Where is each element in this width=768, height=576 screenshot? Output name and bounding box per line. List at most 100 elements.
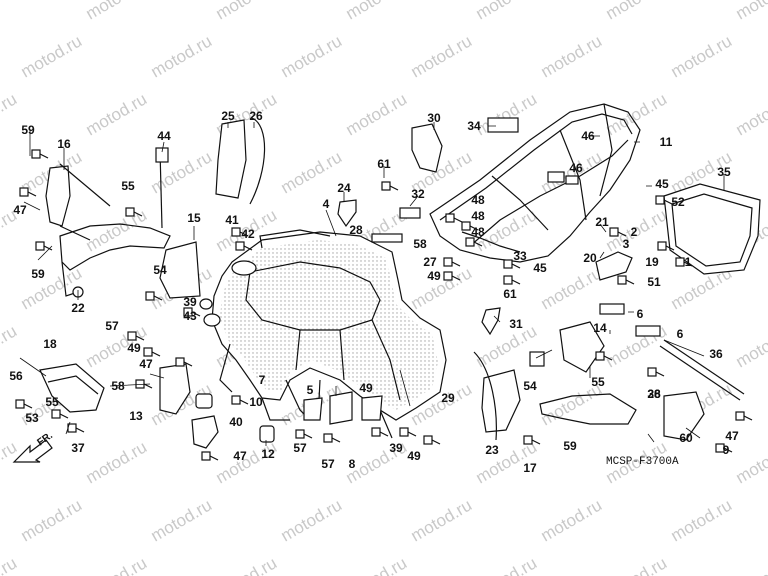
- watermark-text: motod.ru: [83, 0, 151, 23]
- callout-label: 6: [637, 307, 644, 321]
- watermark-text: motod.ru: [83, 89, 151, 139]
- watermark-text: motod.ru: [733, 321, 768, 371]
- callout-label: 39: [183, 295, 197, 309]
- callout-label: 16: [57, 137, 71, 151]
- watermark-text: motod.ru: [473, 0, 541, 23]
- watermark-text: motod.ru: [18, 495, 86, 545]
- callout-label: 38: [647, 387, 661, 401]
- callout-label: 53: [25, 411, 39, 425]
- callout-label: 26: [249, 109, 263, 123]
- callout-label: 20: [583, 251, 597, 265]
- watermark-text: motod.ru: [408, 495, 476, 545]
- callout-label: 45: [655, 177, 669, 191]
- callout-label: 55: [45, 395, 59, 409]
- callout-label: 35: [717, 165, 731, 179]
- callout-label: 24: [337, 181, 351, 195]
- fastener-bolts: [15, 149, 753, 461]
- callout-label: 30: [427, 111, 441, 125]
- bolt-icon: [231, 395, 249, 405]
- callout-label: 59: [31, 267, 45, 281]
- leader-lines: [19, 122, 725, 446]
- bolt-icon: [465, 237, 483, 247]
- callout-label: 34: [467, 119, 481, 133]
- watermark-text: motod.ru: [343, 0, 411, 23]
- callout-label: 40: [229, 415, 243, 429]
- mid-parts: [337, 117, 519, 336]
- callout-label: 19: [645, 255, 659, 269]
- watermark-text: motod.ru: [0, 89, 20, 139]
- callout-label: 49: [359, 381, 373, 395]
- callout-label: 2: [631, 225, 638, 239]
- bolt-icon: [51, 409, 69, 419]
- callout-label: 60: [679, 431, 693, 445]
- bolt-icon: [655, 195, 673, 205]
- watermark-text: motod.ru: [148, 31, 216, 81]
- watermark-text: motod.ru: [213, 0, 281, 23]
- watermark-text: motod.ru: [83, 205, 151, 255]
- bolt-icon: [461, 221, 479, 231]
- callout-label: 47: [139, 357, 153, 371]
- bolt-icon: [31, 149, 49, 159]
- callout-label: 48: [471, 225, 485, 239]
- bolt-icon: [595, 351, 613, 361]
- main-frame: [199, 229, 447, 439]
- watermark-text: motod.ru: [733, 0, 768, 23]
- bolt-icon: [399, 427, 417, 437]
- callout-label: 4: [323, 197, 330, 211]
- watermark-text: motod.ru: [538, 31, 606, 81]
- watermark-text: motod.ru: [603, 0, 671, 23]
- callout-label: 56: [9, 369, 23, 383]
- callout-label: 43: [183, 309, 197, 323]
- bolt-icon: [523, 435, 541, 445]
- bolt-icon: [175, 357, 193, 367]
- callout-label: 36: [709, 347, 723, 361]
- callout-label: 3: [623, 237, 630, 251]
- front-direction-arrow: FR.: [12, 430, 55, 463]
- callout-label: 22: [71, 301, 85, 315]
- bolt-icon: [35, 241, 53, 251]
- watermark-text: motod.ru: [0, 0, 20, 23]
- callout-label: 28: [349, 223, 363, 237]
- bolt-icon: [15, 399, 33, 409]
- callout-label: 59: [21, 123, 35, 137]
- bolt-icon: [381, 181, 399, 191]
- callout-label: 49: [127, 341, 141, 355]
- bolt-icon: [295, 429, 313, 439]
- callout-label: 49: [427, 269, 441, 283]
- side-cover: [595, 183, 761, 281]
- watermark-text: motod.ru: [278, 147, 346, 197]
- callout-label: 9: [723, 443, 730, 457]
- callout-label: 46: [569, 161, 583, 175]
- watermark-text: motod.ru: [538, 263, 606, 313]
- watermark-text: motod.ru: [408, 263, 476, 313]
- callout-label: 1: [685, 255, 692, 269]
- callout-label: 59: [563, 439, 577, 453]
- callout-label: 29: [441, 391, 455, 405]
- callout-label: 45: [533, 261, 547, 275]
- callout-label: 41: [225, 213, 239, 227]
- callout-label: 11: [660, 135, 673, 149]
- callout-label: 37: [71, 441, 85, 455]
- callout-label: 6: [677, 327, 684, 341]
- callout-label: 44: [157, 129, 171, 143]
- watermark-text: motod.ru: [733, 553, 768, 576]
- callout-label: 54: [523, 379, 537, 393]
- callout-label: 54: [153, 263, 167, 277]
- callout-label: 26: [647, 387, 661, 401]
- watermark-text: motod.ru: [83, 437, 151, 487]
- bolt-icon: [323, 433, 341, 443]
- callout-label: 18: [43, 337, 57, 351]
- watermark-text: motod.ru: [18, 31, 86, 81]
- callout-label: 23: [485, 443, 499, 457]
- callout-label: 14: [593, 321, 607, 335]
- callout-label: 48: [471, 209, 485, 223]
- bolt-icon: [443, 257, 461, 267]
- watermark-text: motod.ru: [278, 495, 346, 545]
- watermark-text: motod.ru: [603, 89, 671, 139]
- callout-label: 52: [671, 195, 685, 209]
- callout-label: 17: [523, 461, 537, 475]
- bolt-icon: [67, 423, 85, 433]
- bolt-icon: [143, 347, 161, 357]
- watermark-text: motod.ru: [408, 31, 476, 81]
